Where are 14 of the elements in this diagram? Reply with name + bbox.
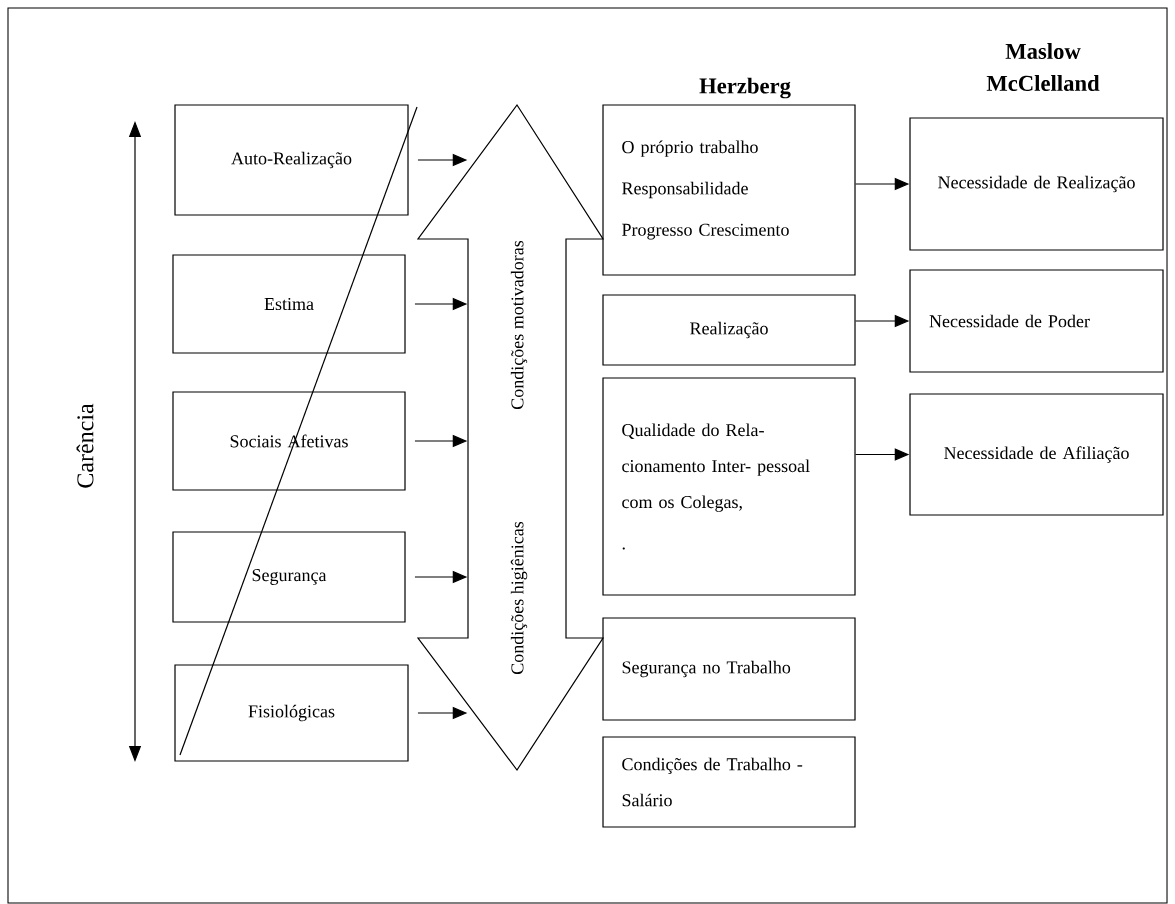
factor-box: O próprio trabalho Responsabilidade Progresso Crescimento bbox=[602, 104, 856, 276]
column-heading: Maslow McClelland bbox=[986, 43, 1100, 91]
need-box: Necessidade de Afiliação bbox=[909, 393, 1164, 516]
need-box: Fisiológicas bbox=[174, 664, 409, 762]
axis-label: Carência bbox=[76, 403, 94, 488]
need-box: Segurança bbox=[172, 531, 406, 623]
need-box: Necessidade de Poder bbox=[909, 269, 1164, 373]
factor-box: Realização bbox=[602, 294, 856, 366]
need-box: Necessidade de Realização bbox=[909, 117, 1164, 251]
need-box: Auto-Realização bbox=[174, 104, 409, 216]
factor-box: Condições de Trabalho - Salário bbox=[602, 736, 856, 828]
need-box: Estima bbox=[172, 254, 406, 354]
factor-box: Segurança no Trabalho bbox=[602, 617, 856, 721]
factor-box: Qualidade do Rela- cionamento Inter- pessoal com os Colegas, . bbox=[602, 377, 856, 596]
